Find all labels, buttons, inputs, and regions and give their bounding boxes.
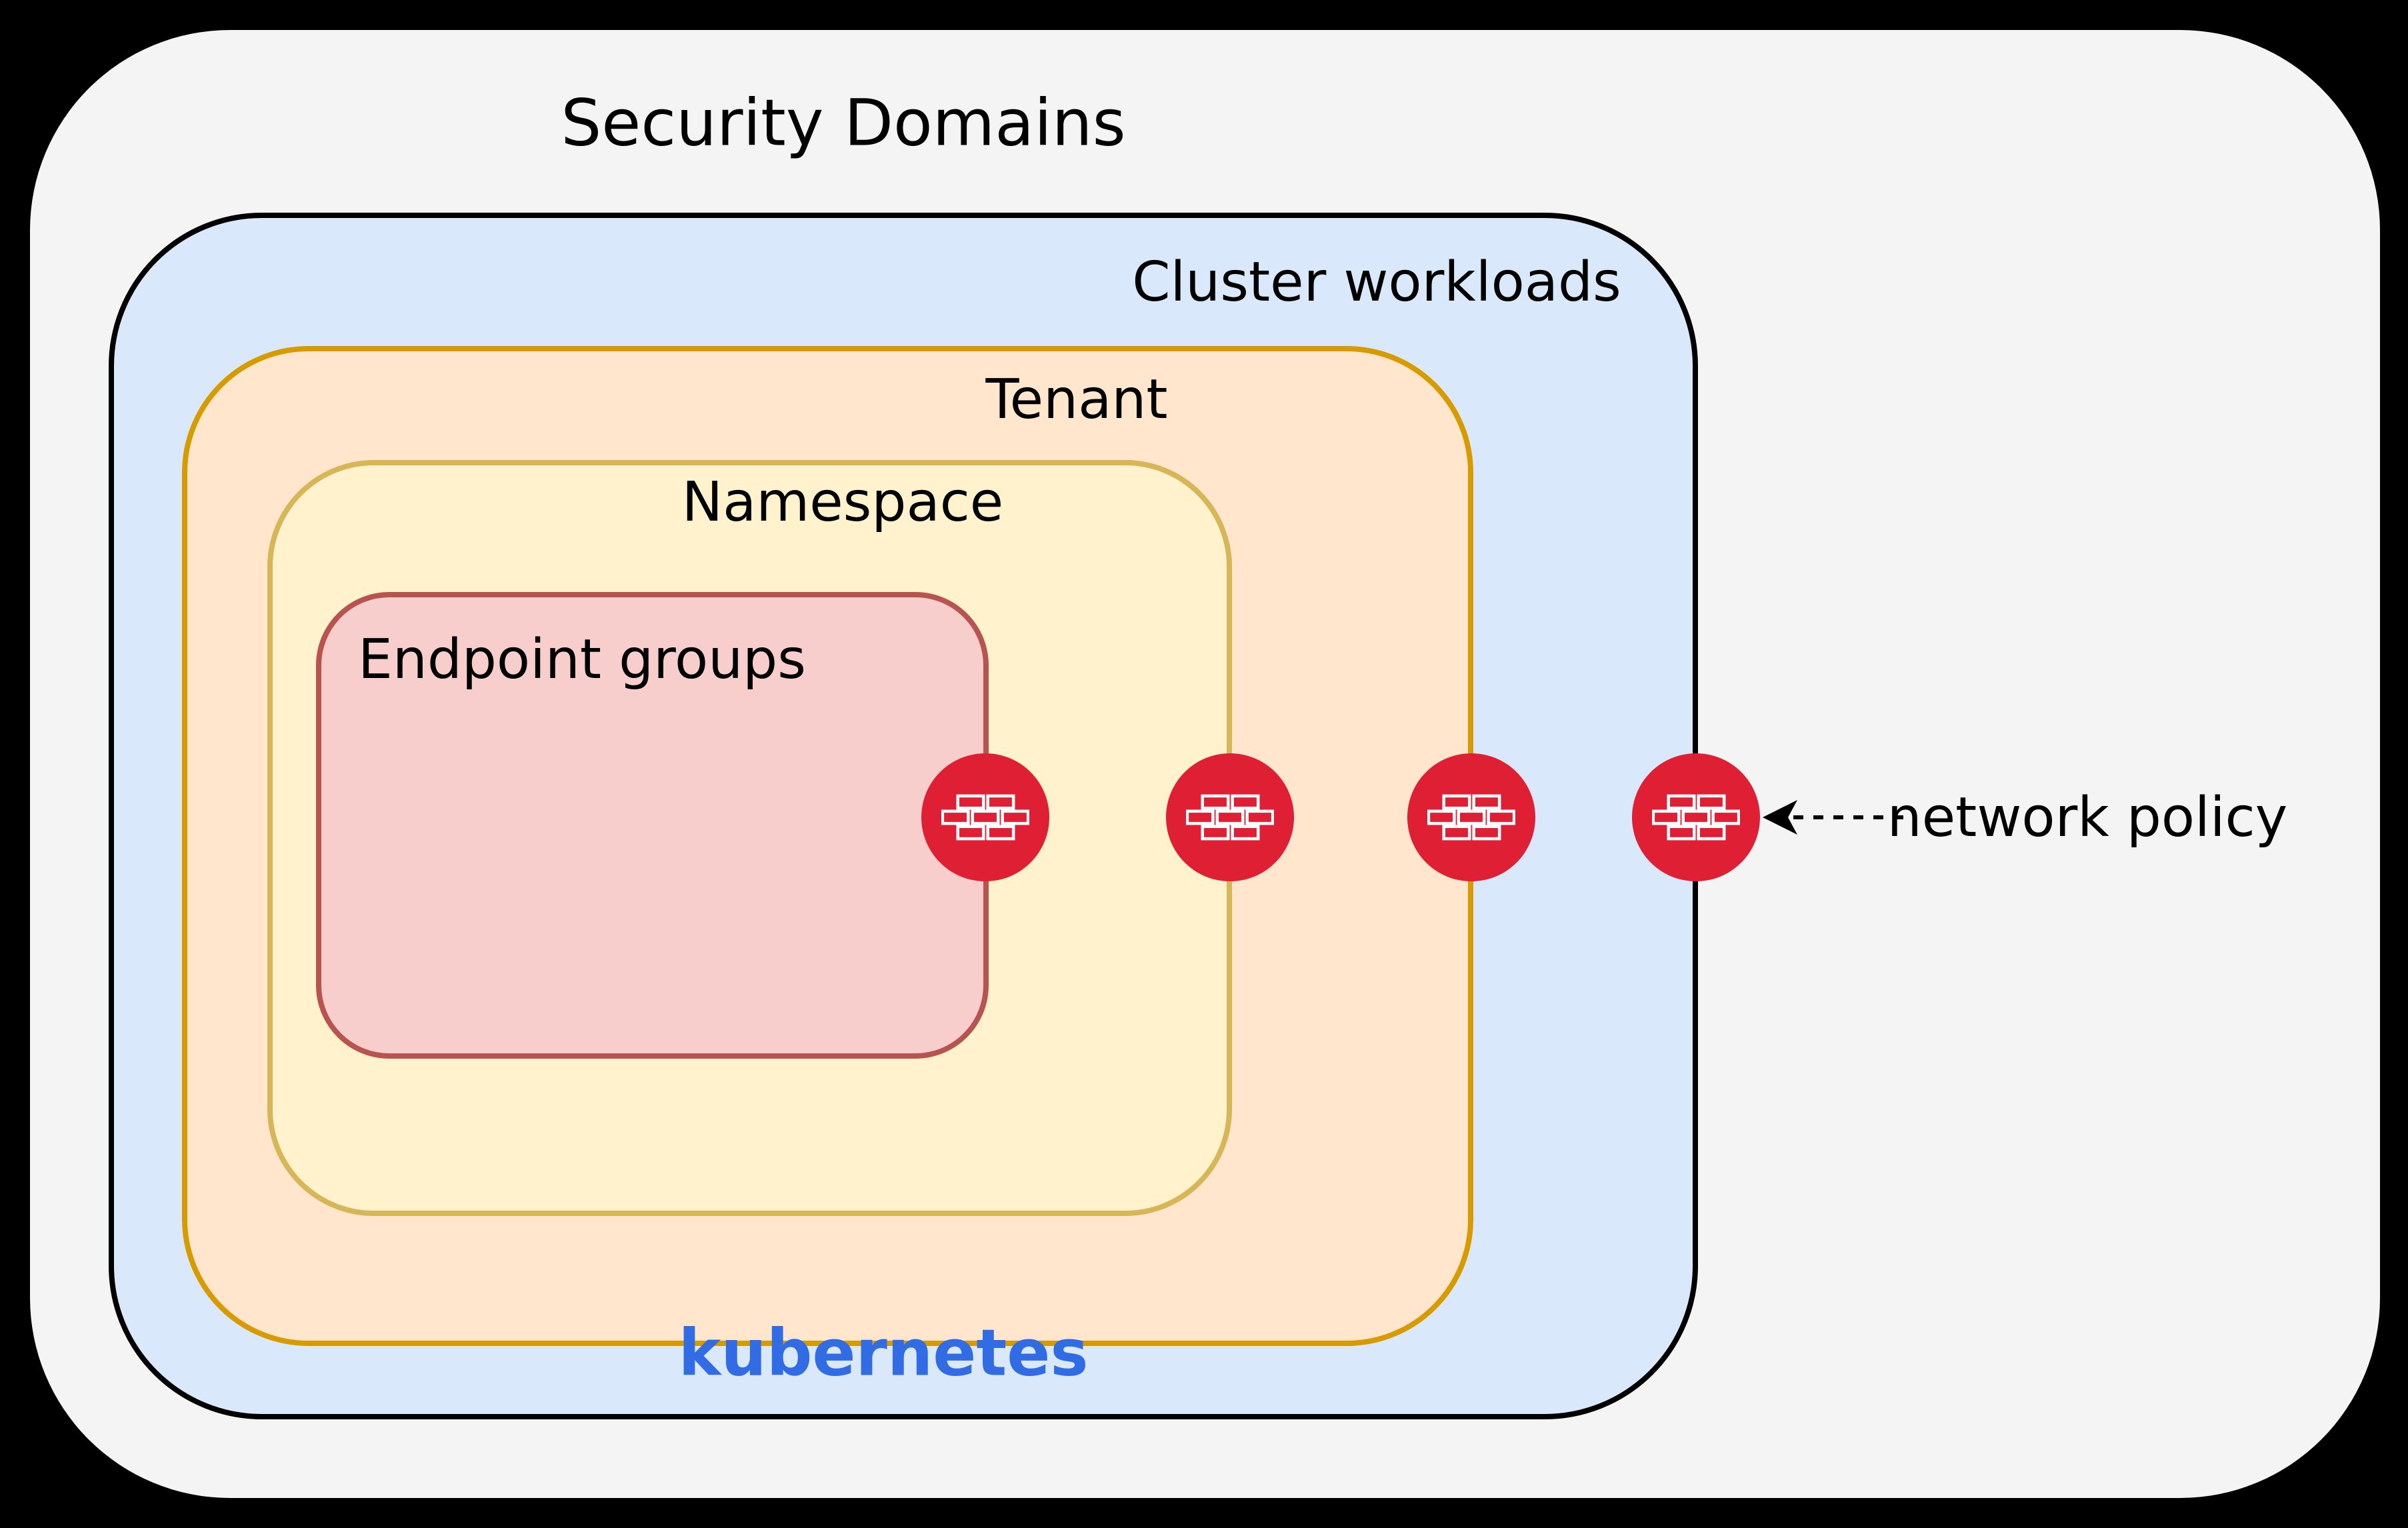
cluster-workloads-label: Cluster workloads (1132, 250, 1621, 314)
firewall-brick-icon (1186, 794, 1274, 841)
firewall-checkpoint-endpoint (921, 753, 1049, 881)
network-policy-label: network policy (1887, 785, 2288, 849)
kubernetes-wordmark: kubernetes (678, 1315, 1089, 1391)
firewall-checkpoint-tenant (1407, 753, 1535, 881)
endpoint-groups-label: Endpoint groups (358, 627, 806, 691)
page-title: Security Domains (561, 85, 1126, 161)
firewall-checkpoint-cluster (1632, 753, 1760, 881)
namespace-label: Namespace (681, 470, 1004, 534)
firewall-brick-icon (1652, 794, 1740, 841)
firewall-brick-icon (941, 794, 1029, 841)
firewall-brick-icon (1427, 794, 1515, 841)
endpoint-groups-box (316, 592, 989, 1059)
firewall-checkpoint-namespace (1166, 753, 1294, 881)
arrowhead-icon (1763, 800, 1797, 835)
network-policy-arrow (1763, 800, 1903, 835)
tenant-label: Tenant (985, 367, 1168, 431)
